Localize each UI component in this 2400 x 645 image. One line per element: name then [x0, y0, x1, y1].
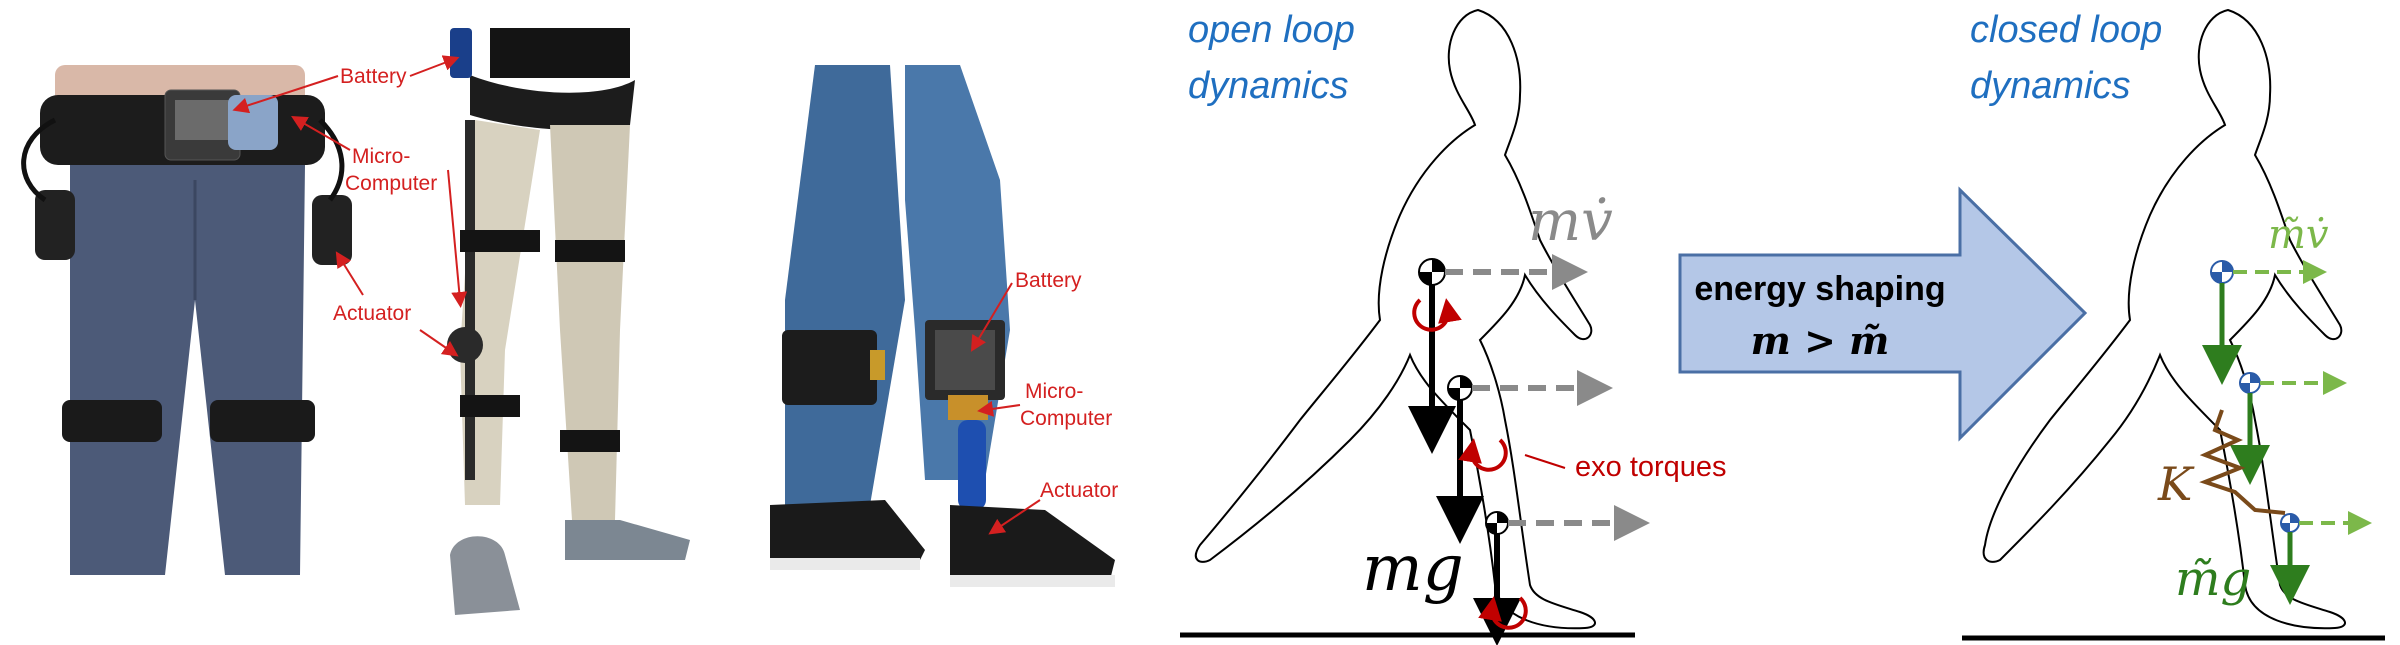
- torque-curl-ankle: [1478, 596, 1528, 630]
- shoe-back: [565, 520, 690, 560]
- torque-curl-knee: [1458, 438, 1508, 472]
- ankle-micro-computer: [948, 395, 988, 420]
- perforated-battery: [935, 330, 995, 390]
- ankle-label-micro-line2: Computer: [1020, 407, 1112, 430]
- jeans-front-leg: [785, 65, 905, 515]
- com-marker-knee: [1447, 375, 1473, 401]
- stiffness-label: K: [2157, 457, 2195, 511]
- energy-shaping-line1: energy shaping: [1694, 270, 1945, 308]
- black-shirt: [490, 28, 630, 78]
- side-belt: [470, 75, 635, 131]
- photo-side-panel: [409, 28, 690, 615]
- label-battery: Battery: [340, 65, 407, 88]
- ankle-label-micro-line1: Micro-: [1025, 380, 1083, 403]
- gravity-label-open: mg: [1362, 532, 1464, 606]
- open-loop-title-line1: open loop: [1188, 9, 1355, 51]
- actuator-right: [312, 195, 352, 265]
- knee-brace-left: [62, 400, 162, 442]
- knee-brace-right: [210, 400, 315, 442]
- walker-silhouette-closed: [1982, 8, 2346, 630]
- label-actuator: Actuator: [333, 302, 411, 325]
- momentum-label-open: mv̇: [1528, 189, 1613, 254]
- torque-curl-hip: [1412, 298, 1462, 332]
- closed-loop-title-line2: dynamics: [1970, 65, 2131, 107]
- label-micro-line1: Micro-: [352, 145, 410, 168]
- photo-front-panel: Battery Micro- Computer Actuator: [21, 65, 437, 575]
- side-actuator: [447, 327, 483, 363]
- ankle-strut: [958, 420, 986, 510]
- actuator-left: [35, 190, 75, 260]
- open-loop-panel: open loop dynamics: [1180, 8, 1727, 645]
- energy-shaping-arrow: energy shaping m > m̃: [1678, 186, 2088, 442]
- ankle-exo-left: [782, 330, 877, 405]
- photo-ankle-panel: Battery Micro- Computer Actuator: [770, 65, 1118, 587]
- spring-stiffness: [2199, 409, 2286, 515]
- gravity-label-closed: m̃g: [2175, 551, 2251, 607]
- leg-back: [550, 125, 630, 520]
- shoe-front: [450, 536, 520, 615]
- label-micro-line2: Computer: [345, 172, 437, 195]
- torque-label: exo torques: [1575, 451, 1727, 483]
- open-loop-title-line2: dynamics: [1188, 65, 1349, 107]
- closed-loop-title-line1: closed loop: [1970, 9, 2162, 51]
- com-marker-hip: [1418, 258, 1446, 286]
- momentum-label-closed: m̃v̇: [2268, 212, 2329, 258]
- ankle-label-battery: Battery: [1015, 269, 1082, 292]
- ankle-label-actuator: Actuator: [1040, 479, 1118, 502]
- closed-com-hip: [2210, 260, 2234, 284]
- closed-com-ankle: [2280, 513, 2300, 533]
- shoe-right: [950, 505, 1115, 585]
- shoe-left: [770, 500, 925, 570]
- closed-loop-panel: closed loop dynamics m̃v̇: [1962, 8, 2385, 641]
- pants: [70, 165, 305, 575]
- closed-com-knee: [2239, 372, 2261, 394]
- com-marker-ankle: [1485, 511, 1509, 535]
- energy-shaping-line2: m > m̃: [1751, 318, 1890, 363]
